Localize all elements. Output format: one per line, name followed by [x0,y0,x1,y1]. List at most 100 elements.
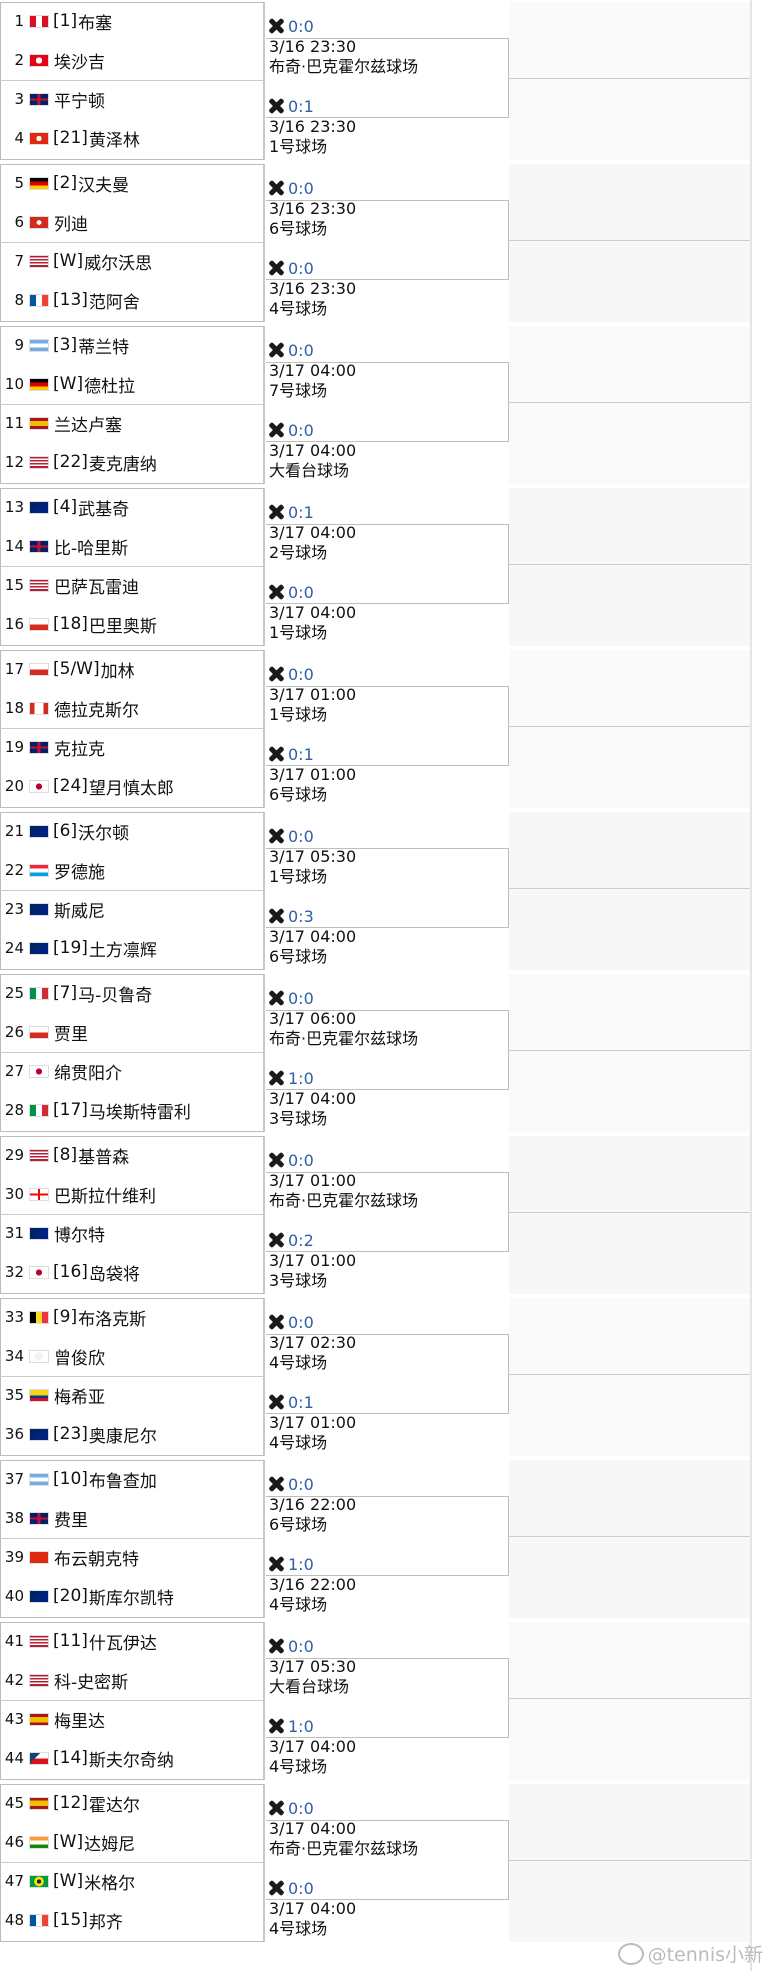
h2h-score[interactable]: 0:0 [288,1474,314,1494]
h2h-score[interactable]: 0:0 [288,1312,314,1332]
player-row[interactable]: 25[7]马-贝鲁奇 [0,974,262,1012]
player-name[interactable]: 梅里达 [54,1711,105,1732]
head-to-head[interactable]: 1:0 [268,1554,314,1574]
h2h-score[interactable]: 0:1 [288,502,314,522]
player-row[interactable]: 24[19]土方凛辉 [0,929,262,967]
player-name[interactable]: 奥康尼尔 [88,1426,157,1447]
head-to-head[interactable]: 0:3 [268,906,314,926]
player-name[interactable]: 汉夫曼 [78,175,130,196]
player-name[interactable]: 基普森 [78,1147,130,1168]
player-row[interactable]: 10[W]德杜拉 [0,365,262,403]
h2h-score[interactable]: 0:0 [288,988,314,1008]
player-name[interactable]: 巴斯拉什维利 [54,1186,156,1207]
player-name[interactable]: 罗德施 [54,862,105,883]
player-row[interactable]: 47[W]米格尔 [0,1862,262,1900]
player-name[interactable]: 德杜拉 [84,376,136,397]
h2h-score[interactable]: 0:0 [288,420,314,440]
player-row[interactable]: 20[24]望月慎太郎 [0,767,262,805]
player-name[interactable]: 邦齐 [88,1912,123,1933]
head-to-head[interactable]: 0:0 [268,1878,314,1898]
player-row[interactable]: 40[20]斯库尔凯特 [0,1577,262,1615]
head-to-head[interactable]: 0:0 [268,178,314,198]
h2h-score[interactable]: 0:0 [288,340,314,360]
h2h-score[interactable]: 0:0 [288,1798,314,1818]
h2h-score[interactable]: 0:0 [288,826,314,846]
player-row[interactable]: 36[23]奥康尼尔 [0,1415,262,1453]
player-name[interactable]: 威尔沃思 [84,253,153,274]
h2h-score[interactable]: 1:0 [288,1716,314,1736]
player-name[interactable]: 土方凛辉 [88,940,157,961]
player-name[interactable]: 科-史密斯 [54,1672,129,1693]
player-name[interactable]: 布云朝克特 [54,1549,139,1570]
h2h-score[interactable]: 0:1 [288,1392,314,1412]
player-row[interactable]: 32[16]岛袋将 [0,1253,262,1291]
h2h-score[interactable]: 0:0 [288,1150,314,1170]
player-name[interactable]: 博尔特 [54,1225,105,1246]
h2h-score[interactable]: 0:0 [288,178,314,198]
h2h-score[interactable]: 0:0 [288,1878,314,1898]
h2h-score[interactable]: 0:0 [288,16,314,36]
player-row[interactable]: 29[8]基普森 [0,1136,262,1174]
player-name[interactable]: 蒂兰特 [78,337,130,358]
player-row[interactable]: 1[1]布塞 [0,2,262,40]
head-to-head[interactable]: 0:0 [268,1636,314,1656]
h2h-score[interactable]: 0:1 [288,744,314,764]
player-name[interactable]: 岛袋将 [88,1264,140,1285]
player-name[interactable]: 兰达卢塞 [54,415,122,436]
h2h-score[interactable]: 0:3 [288,906,314,926]
player-row[interactable]: 8[13]范阿舍 [0,281,262,319]
player-name[interactable]: 布塞 [78,13,113,34]
player-row[interactable]: 5[2]汉夫曼 [0,164,262,202]
player-name[interactable]: 斯威尼 [54,901,105,922]
head-to-head[interactable]: 0:0 [268,16,314,36]
player-row[interactable]: 12[22]麦克唐纳 [0,443,262,481]
player-name[interactable]: 米格尔 [84,1873,136,1894]
player-row[interactable]: 41[11]什瓦伊达 [0,1622,262,1660]
player-row[interactable]: 48[15]邦齐 [0,1901,262,1939]
player-name[interactable]: 加林 [100,661,135,682]
head-to-head[interactable]: 0:1 [268,96,314,116]
player-row[interactable]: 28[17]马埃斯特雷利 [0,1091,262,1129]
player-name[interactable]: 克拉克 [54,739,105,760]
head-to-head[interactable]: 0:0 [268,582,314,602]
head-to-head[interactable]: 0:0 [268,258,314,278]
head-to-head[interactable]: 0:0 [268,664,314,684]
player-row[interactable]: 45[12]霍达尔 [0,1784,262,1822]
head-to-head[interactable]: 0:0 [268,340,314,360]
player-name[interactable]: 德拉克斯尔 [54,700,139,721]
player-name[interactable]: 埃沙吉 [54,52,105,73]
player-name[interactable]: 巴萨瓦雷迪 [54,577,139,598]
head-to-head[interactable]: 0:2 [268,1230,314,1250]
head-to-head[interactable]: 0:1 [268,1392,314,1412]
player-name[interactable]: 平宁顿 [54,91,105,112]
player-name[interactable]: 麦克唐纳 [88,454,157,475]
head-to-head[interactable]: 0:1 [268,502,314,522]
player-name[interactable]: 曾俊欣 [54,1348,105,1369]
